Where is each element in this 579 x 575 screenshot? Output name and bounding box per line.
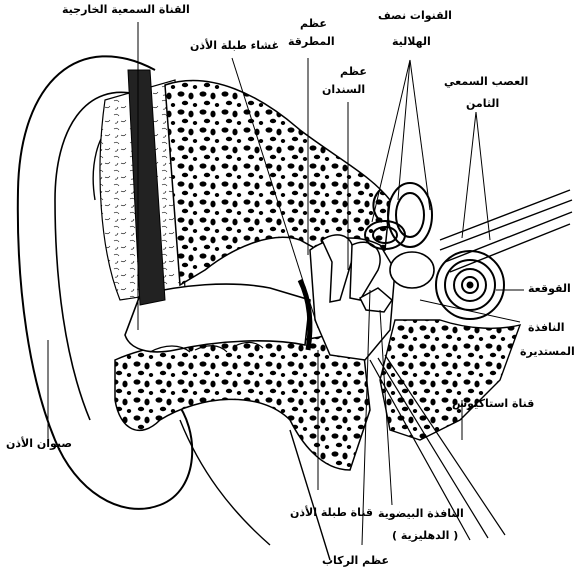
label-malleus-1: عظم xyxy=(300,18,327,31)
label-round-window-2: المستديرة xyxy=(520,346,575,359)
label-external-canal: القناة السمعية الخارجية xyxy=(62,4,190,17)
label-oval-window-1: النافذة البيضوية xyxy=(378,508,464,521)
label-malleus-2: المطرقة xyxy=(288,36,335,49)
label-semicircular-1: القنوات نصف xyxy=(378,10,452,23)
label-eardrum: غشاء طبلة الأذن xyxy=(190,40,279,53)
vestibule xyxy=(390,252,434,288)
label-incus-1: عظم xyxy=(340,66,367,79)
label-nerve-1: العصب السمعي xyxy=(444,76,528,89)
label-semicircular-2: الهلالية xyxy=(392,36,431,49)
label-tympanic-canal: قناة طبلة الأذن xyxy=(290,507,373,520)
label-stapes: عظم الركاب xyxy=(322,555,389,568)
auditory-nerve xyxy=(440,190,572,272)
label-auricle: صيوان الأذن xyxy=(6,438,72,451)
label-eustachian: قناة استاكيوس xyxy=(452,398,534,411)
label-incus-2: السندان xyxy=(322,84,365,97)
label-oval-window-2: ( الدهليزية ) xyxy=(392,530,458,543)
label-nerve-2: الثامن xyxy=(466,98,499,111)
label-round-window-1: النافذة xyxy=(528,322,565,335)
label-cochlea: القوقعة xyxy=(528,283,571,296)
